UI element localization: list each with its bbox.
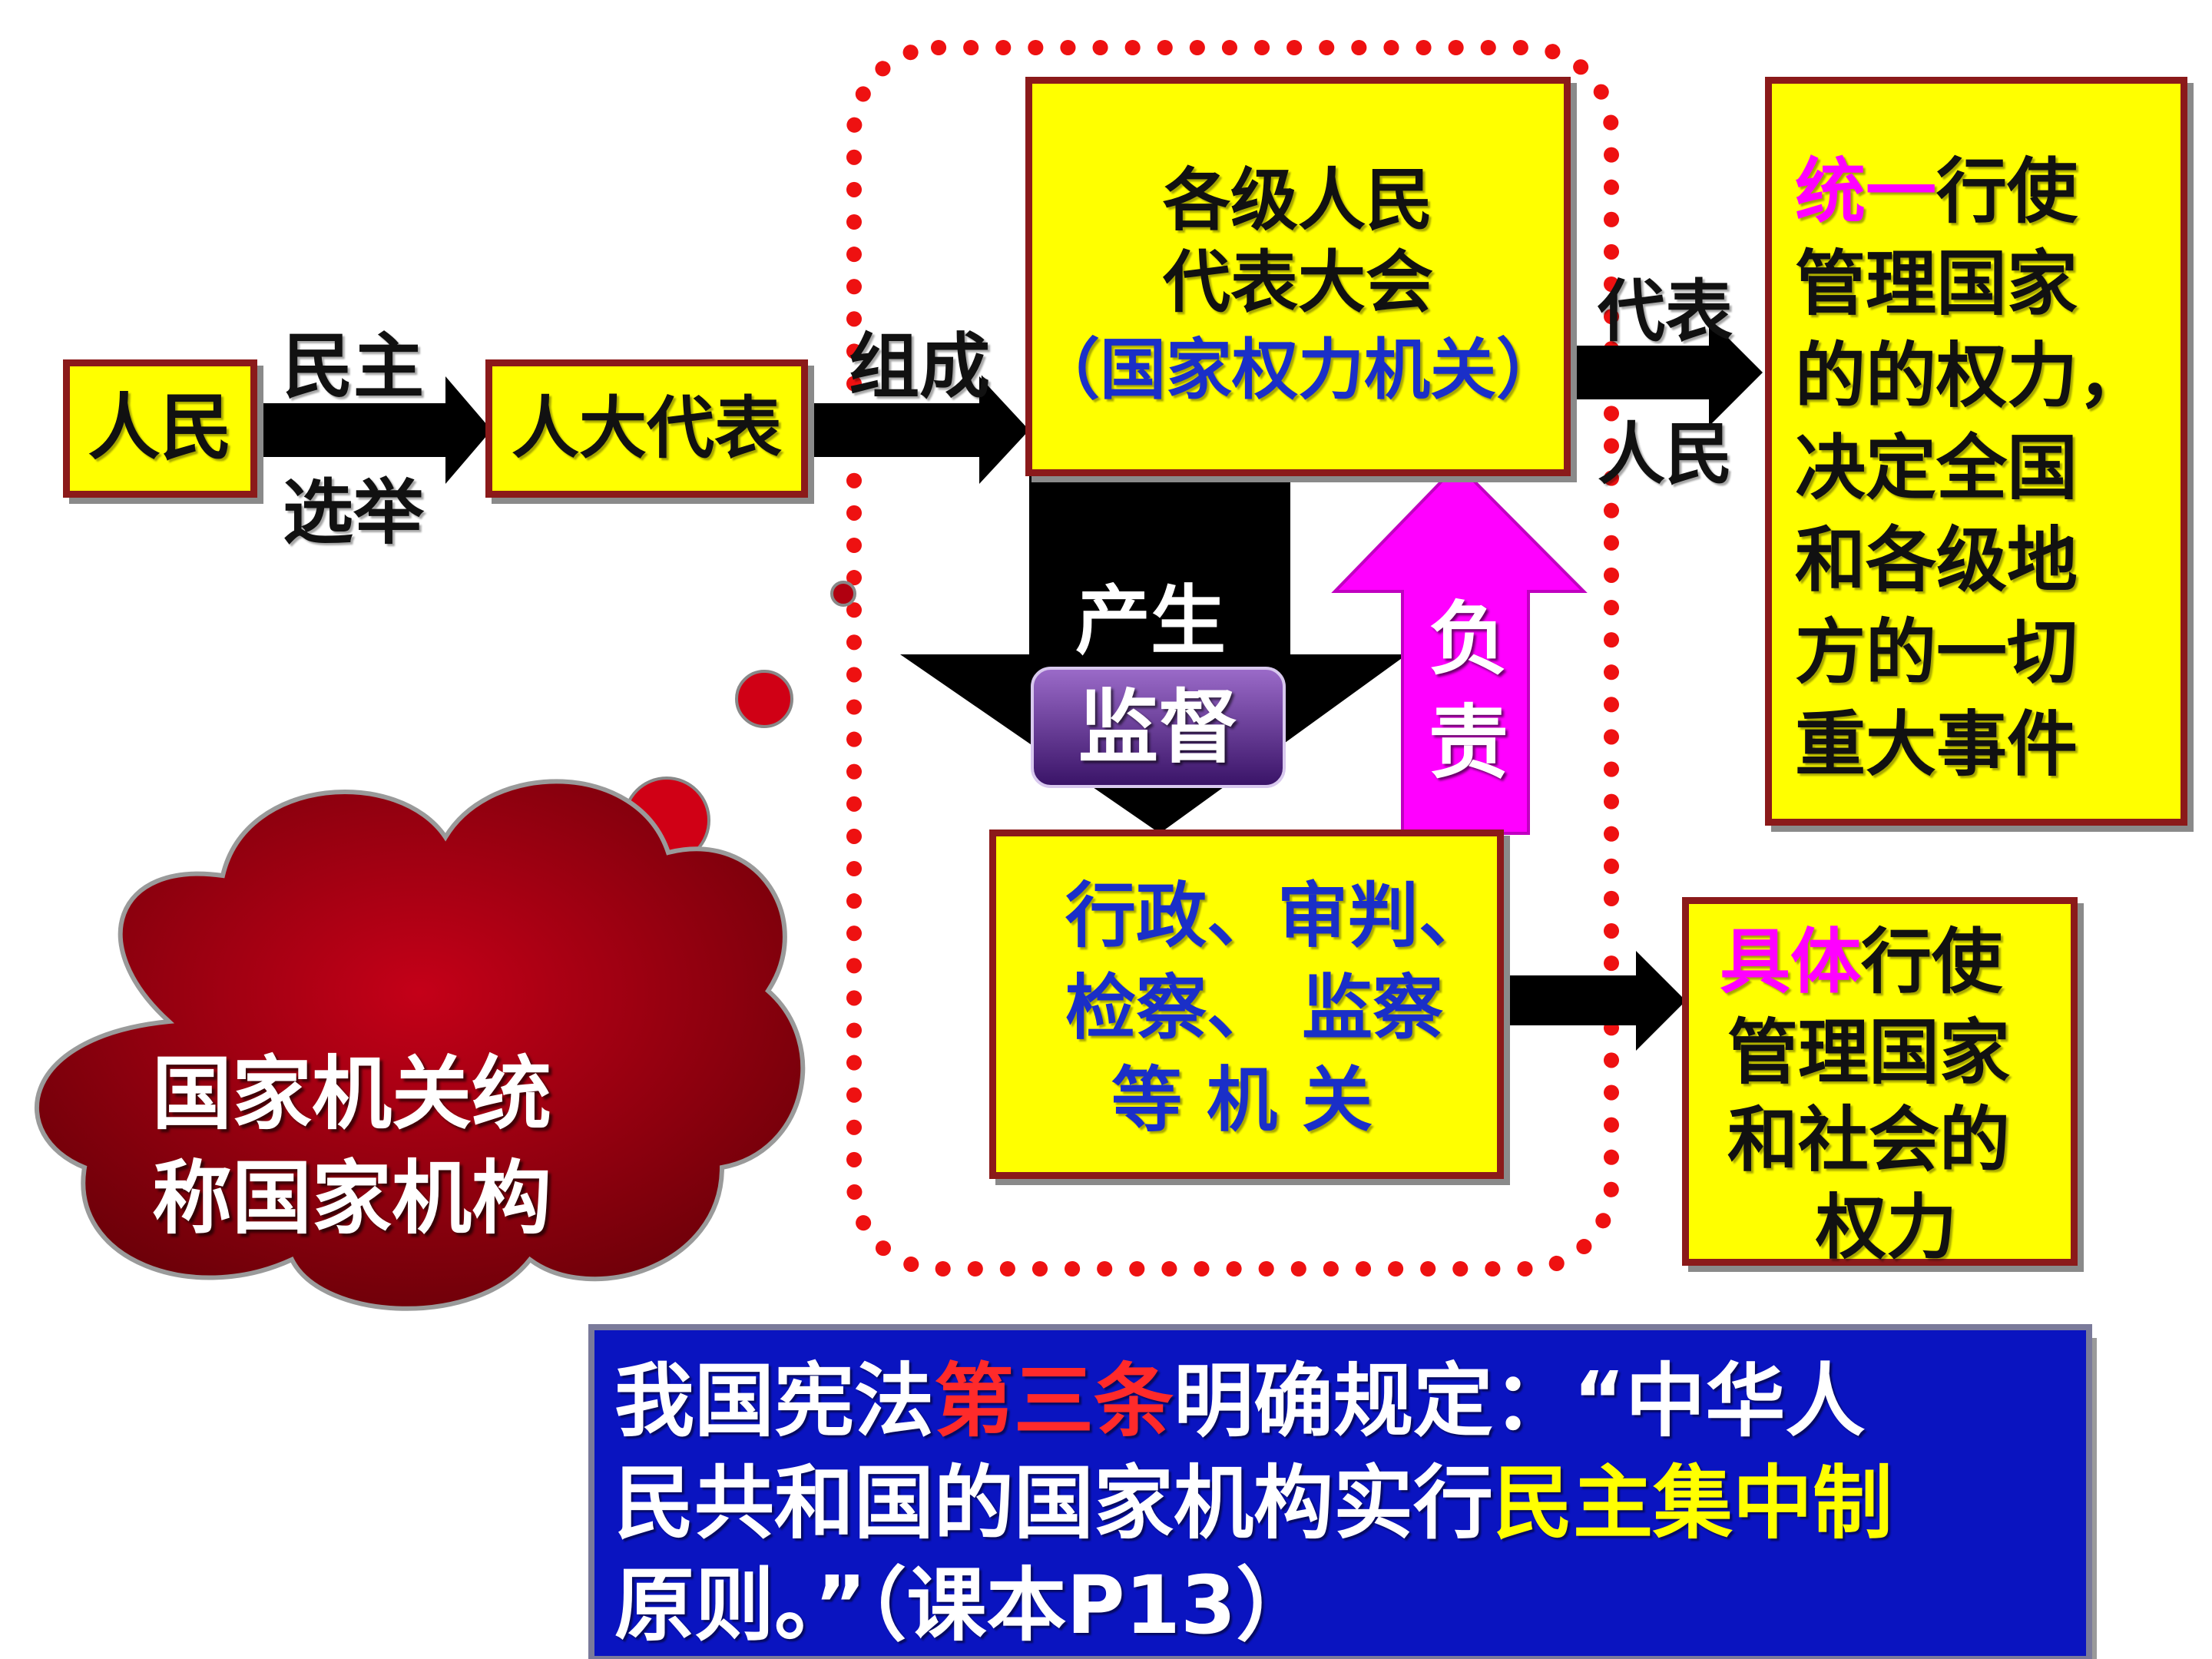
people-label: 人民 <box>88 386 233 470</box>
supervise-badge: 监督 <box>1031 667 1286 788</box>
compose-arrow <box>806 376 1029 484</box>
state-organs-box: 行政、审判、 检察、 监察 等 机 关 <box>989 830 1504 1179</box>
people-box: 人民 <box>63 359 257 498</box>
npc-deputies-box: 人大代表 <box>485 359 808 498</box>
constitution-article: 第三条 <box>934 1354 1174 1448</box>
election-bottom-label: 选举 <box>283 472 425 554</box>
unified-power-box: 统一行使 管理国家 的的权力， 决定全国 和各级地 方的一切 重大事件 <box>1765 77 2187 826</box>
organs-line-2: 检察、 监察 <box>1065 967 1444 1049</box>
unified-title: 统一行使 <box>1795 157 2078 227</box>
organs-line-1: 行政、审判、 <box>1065 875 1490 957</box>
cloud-shape <box>35 779 806 1311</box>
unified-line-2: 的的权力， <box>1795 335 2149 417</box>
specific-title-rest: 行使 <box>1861 921 2003 1003</box>
unified-title-rest: 行使 <box>1936 151 2078 233</box>
npc-deputies-label: 人大代表 <box>511 389 782 468</box>
specific-line-1: 管理国家 <box>1727 1012 2011 1094</box>
constitution-line-1-b: 明确规定：“中华人 <box>1174 1354 1866 1448</box>
constitution-line-1-a: 我国宪法 <box>614 1354 935 1448</box>
represent-bottom-label: 人民 <box>1598 415 1734 494</box>
congress-line-2: 代表大会 <box>1162 243 1433 322</box>
constitution-principle: 民主集中制 <box>1493 1456 1893 1550</box>
specific-emphasis: 具体 <box>1720 921 1862 1003</box>
supervise-label: 监督 <box>1078 680 1238 774</box>
constitution-line-2: 民共和国的国家机构实行民主集中制 <box>614 1463 1892 1543</box>
constitution-line-3: 原则。”（课本P13） <box>614 1558 1316 1652</box>
cloud-line-1: 国家机关统 <box>152 1047 552 1141</box>
responsible-label-2: 责 <box>1429 696 1509 790</box>
responsible-label-1: 负 <box>1429 592 1509 686</box>
organs-line-3: 等 机 关 <box>1111 1059 1373 1141</box>
thought-bubble-small <box>830 581 856 607</box>
specific-line-2: 和社会的 <box>1727 1099 2011 1181</box>
election-top-label: 民主 <box>283 326 425 408</box>
represent-arrow <box>1571 319 1763 426</box>
dotted-region-outline <box>846 40 1619 1277</box>
constitution-line-1: 我国宪法第三条明确规定：“中华人 <box>614 1361 1865 1441</box>
unified-line-1: 管理国家 <box>1795 243 2078 325</box>
unified-line-4: 和各级地 <box>1795 519 2078 601</box>
specific-title: 具体行使 <box>1720 927 2002 998</box>
congress-box: 各级人民 代表大会 （国家权力机关） <box>1025 77 1571 476</box>
unified-line-5: 方的一切 <box>1795 611 2078 694</box>
thought-bubble-medium <box>735 670 793 728</box>
unified-line-3: 决定全国 <box>1795 427 2078 509</box>
cloud-line-2: 称国家机构 <box>152 1151 552 1245</box>
specific-arrow <box>1502 951 1686 1051</box>
constitution-line-2-a: 民共和国的国家机构实行 <box>614 1456 1494 1550</box>
election-arrow <box>257 376 492 484</box>
produce-label: 产生 <box>1075 578 1227 665</box>
compose-label: 组成 <box>849 326 991 408</box>
constitution-panel <box>588 1324 2092 1659</box>
represent-top-label: 代表 <box>1598 272 1734 351</box>
unified-line-6: 重大事件 <box>1795 704 2078 786</box>
specific-line-3: 权力 <box>1816 1187 1958 1269</box>
congress-note: （国家权力机关） <box>1034 332 1562 409</box>
congress-line-1: 各级人民 <box>1162 161 1433 240</box>
unified-emphasis: 统一 <box>1795 151 1937 233</box>
specific-power-box: 具体行使 管理国家 和社会的 权力 <box>1682 897 2078 1266</box>
